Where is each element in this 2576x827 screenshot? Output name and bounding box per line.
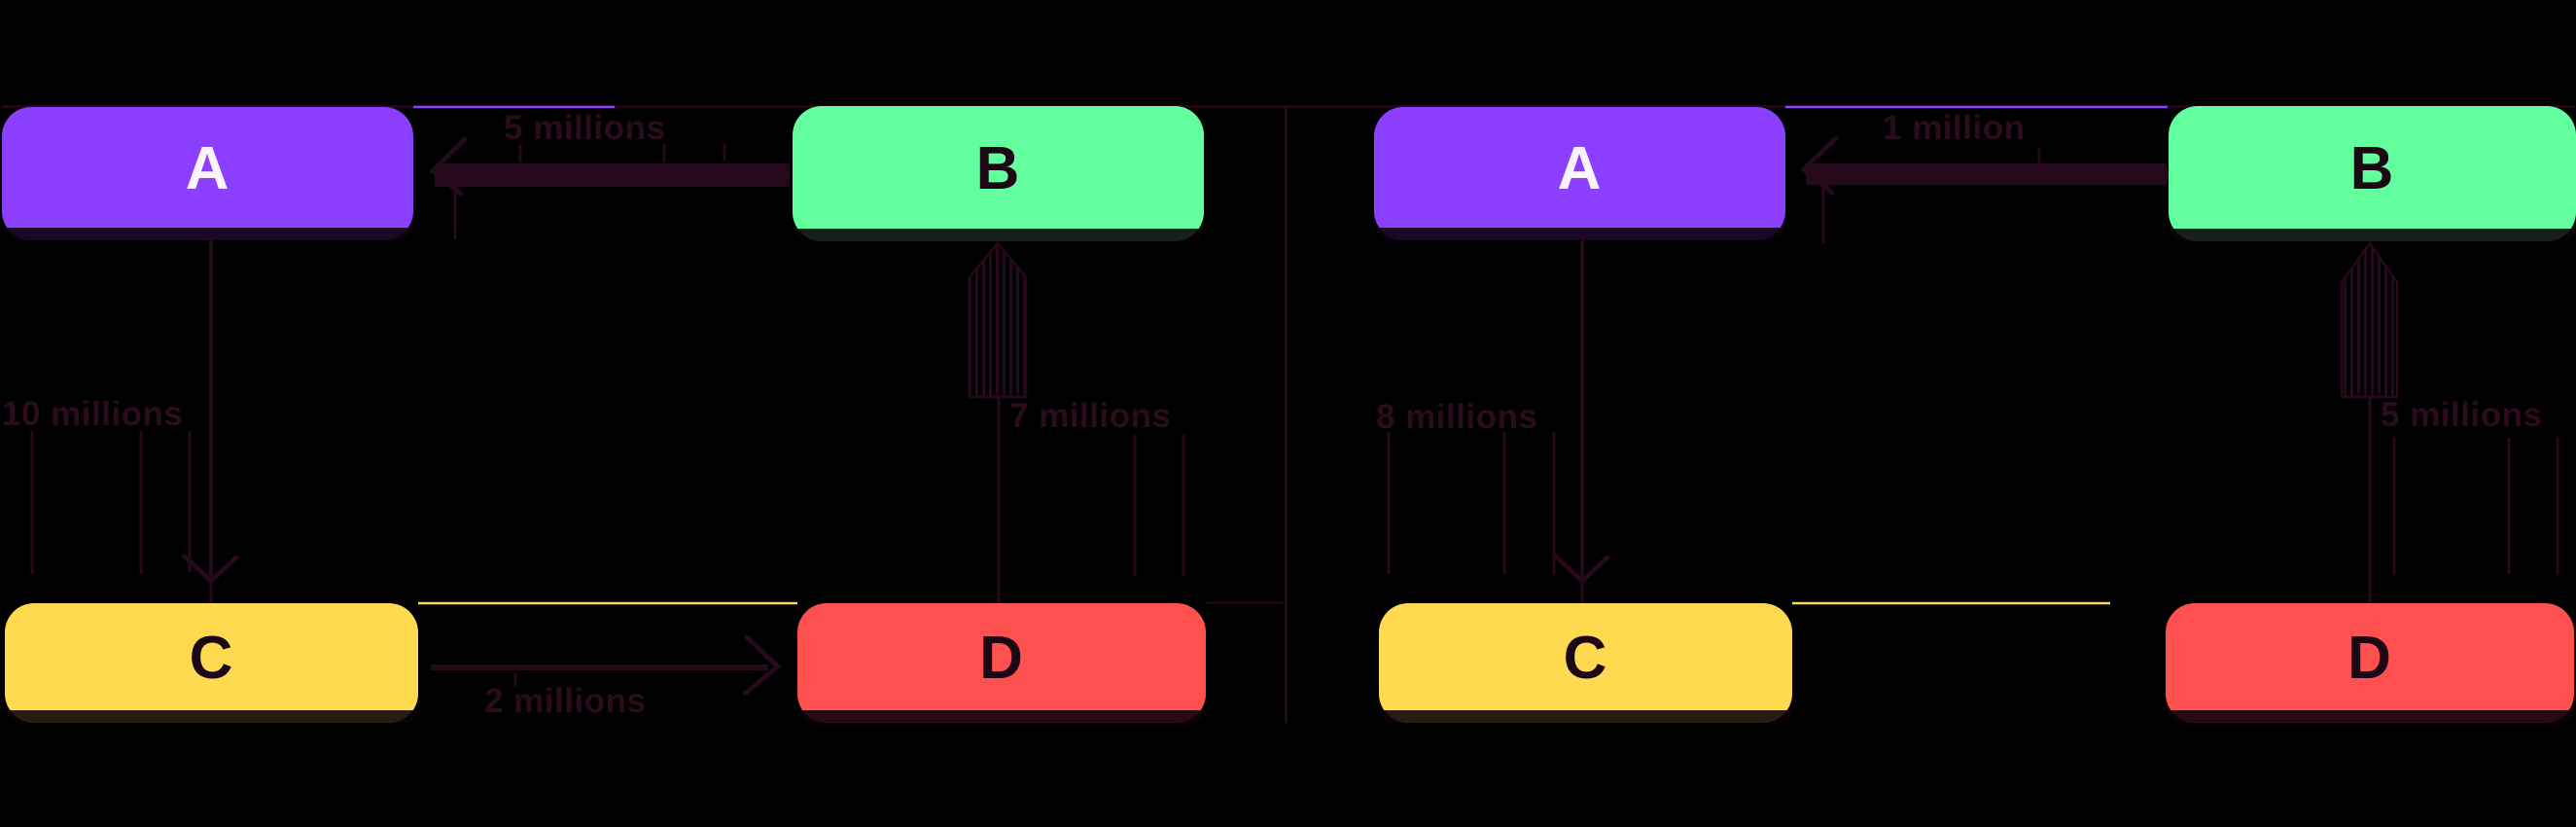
- edge-label-right-d-to-b: 5 millions: [2381, 396, 2543, 434]
- edge-label-left-c-to-d: 2 millions: [484, 682, 647, 720]
- node-c-right-label: C: [1563, 624, 1608, 692]
- node-bottom-shadow: [4, 228, 413, 240]
- node-c-left: C: [5, 603, 418, 723]
- edge-right-a-to-c: [1387, 240, 1610, 603]
- node-bottom-shadow: [799, 710, 1206, 723]
- node-a-right: A: [1374, 107, 1785, 240]
- edge-label-right-a-to-c: 8 millions: [1376, 398, 1538, 436]
- node-bottom-shadow: [2170, 229, 2576, 241]
- node-b-left: B: [793, 106, 1204, 241]
- edge-right-d-to-b: [2340, 240, 2559, 603]
- node-a-left-label: A: [185, 134, 230, 202]
- node-b-right: B: [2169, 106, 2576, 241]
- node-bottom-shadow: [794, 229, 1204, 241]
- node-bottom-shadow: [7, 710, 418, 723]
- node-d-right: D: [2166, 603, 2574, 723]
- node-b-right-label: B: [2349, 134, 2395, 202]
- edge-left-c-to-d: [431, 634, 782, 697]
- edge-left-a-to-c: [30, 240, 239, 603]
- edge-right-b-to-a: [1800, 135, 2168, 243]
- edge-left-b-to-a: [429, 136, 790, 240]
- node-d-right-label: D: [2347, 624, 2392, 692]
- edge-label-left-d-to-b: 7 millions: [1009, 397, 1172, 435]
- node-c-left-label: C: [189, 624, 234, 692]
- edge-left-d-to-b: [968, 241, 1185, 603]
- edge-label-left-b-to-a: 5 millions: [504, 109, 666, 147]
- node-a-right-label: A: [1557, 134, 1603, 202]
- node-bottom-shadow: [1376, 228, 1785, 240]
- edge-label-right-b-to-a: 1 million: [1883, 109, 2026, 147]
- node-d-left-label: D: [979, 624, 1024, 692]
- edge-label-left-a-to-c: 10 millions: [2, 395, 184, 433]
- node-bottom-shadow: [1381, 710, 1792, 723]
- node-b-left-label: B: [975, 134, 1021, 202]
- node-bottom-shadow: [2168, 710, 2574, 723]
- node-a-left: A: [2, 107, 413, 240]
- node-d-left: D: [797, 603, 1206, 723]
- border-overshoots: [413, 105, 2168, 605]
- node-c-right: C: [1379, 603, 1792, 723]
